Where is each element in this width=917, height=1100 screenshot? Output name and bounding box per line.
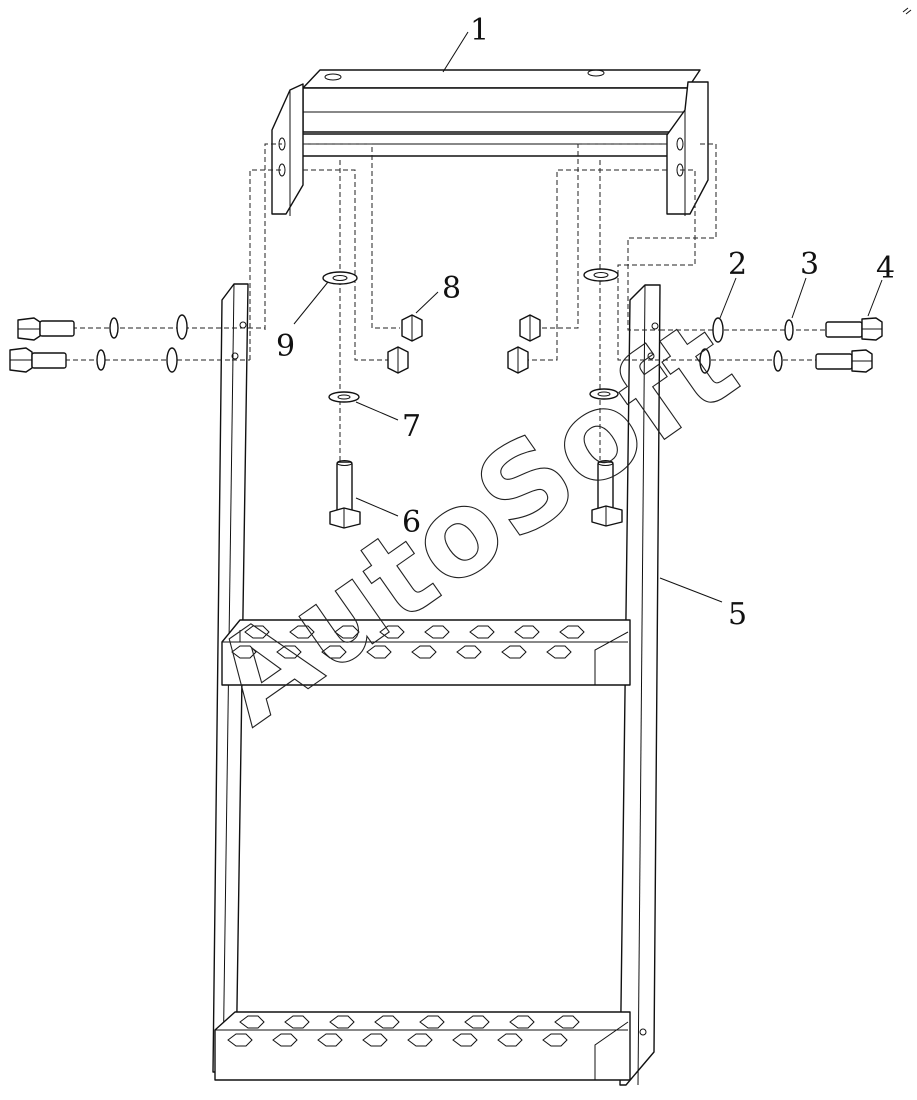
corner-mark [902,7,912,15]
lock-washer-left-lower [96,349,106,371]
bolt-right-upper [825,317,883,341]
left-fasteners [9,271,423,529]
callout-labels: 1 2 3 4 5 6 7 8 9 [276,13,895,632]
nut-right-upper [519,314,541,342]
bolt-left-upper [17,317,75,341]
callout-2: 2 [728,247,747,282]
bolt-6-right [591,460,623,527]
bolt-right-lower [815,349,873,373]
flat-washer-right-lower [699,348,711,374]
washer-7-right [589,388,619,400]
right-fasteners [507,268,883,527]
callout-7: 7 [402,409,421,444]
lock-washer-right-lower [773,350,783,372]
flat-washer-left-lower [166,347,178,373]
bolt-left-lower [9,347,67,373]
callout-4: 4 [876,251,895,286]
leader-lines [293,31,883,603]
nut-right-lower [507,346,529,374]
nut-left-upper [401,314,423,342]
nut-left-lower [387,346,409,374]
callout-1: 1 [470,13,489,48]
callout-5: 5 [728,597,747,632]
callout-6: 6 [402,505,421,540]
assembly-centerlines [65,143,832,470]
upper-bracket [271,69,709,216]
callout-3: 3 [800,247,819,282]
step-ladder-frame [212,283,661,1086]
flat-washer-left-upper [176,314,188,340]
flat-washer-right-upper [712,317,724,343]
lock-washer-left-upper [109,317,119,339]
callout-9: 9 [276,329,295,364]
lock-washer-right-upper [784,319,794,341]
washer-9-left [322,271,358,285]
callout-8: 8 [442,271,461,306]
bolt-6-left [329,460,361,529]
washer-9-right [583,268,619,282]
washer-7-left [328,391,360,403]
